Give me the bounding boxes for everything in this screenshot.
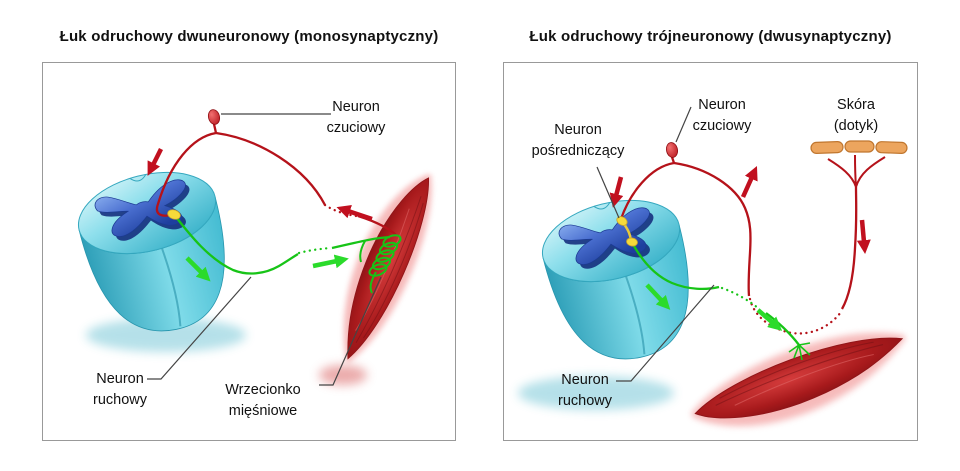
right-panel (503, 62, 918, 441)
impulse-arrow (609, 176, 624, 208)
impulse-arrow (147, 147, 164, 176)
left-diagram (68, 109, 453, 386)
left-panel (42, 62, 456, 441)
skin-receptors (810, 140, 908, 188)
synapse-dot (626, 237, 638, 247)
impulse-arrows (147, 147, 373, 282)
muscle-tip-glow (319, 365, 367, 385)
impulse-arrows (609, 165, 871, 331)
muscle (315, 160, 453, 373)
label-lines (147, 113, 382, 386)
skin-receptor-pill (844, 140, 875, 153)
impulse-arrow (336, 204, 373, 222)
impulse-arrow (856, 219, 871, 255)
label-lines (596, 106, 715, 382)
spinal-cord (532, 186, 709, 376)
motor-neuron-path (633, 245, 800, 346)
spinal-cord-shadow (518, 376, 674, 410)
muscle-spindle-coil (359, 234, 402, 294)
muscle (680, 312, 917, 440)
synapse-dot (616, 216, 628, 226)
motor-end-plate (788, 342, 811, 361)
sensory-neuron-soma (207, 109, 221, 125)
skin-receptor-pill (875, 141, 908, 154)
synapse-dot (167, 209, 181, 220)
impulse-arrow (645, 283, 671, 310)
sensory-neuron-soma (665, 142, 679, 158)
left-panel-title: Łuk odruchowy dwuneuronowy (monosynaptyc… (59, 28, 439, 45)
impulse-arrow (740, 165, 758, 198)
spinal-cord (68, 158, 245, 348)
motor-neuron-path (175, 216, 391, 275)
impulse-arrow (312, 254, 349, 269)
right-diagram (518, 106, 917, 440)
impulse-arrow (185, 256, 211, 282)
sensory-neuron-path (619, 156, 858, 335)
skin-receptor-pill (810, 141, 844, 154)
right-panel-title: Łuk odruchowy trójneuronowy (dwusynaptyc… (529, 28, 892, 45)
impulse-arrow (756, 308, 783, 331)
spinal-cord-shadow (86, 318, 246, 352)
